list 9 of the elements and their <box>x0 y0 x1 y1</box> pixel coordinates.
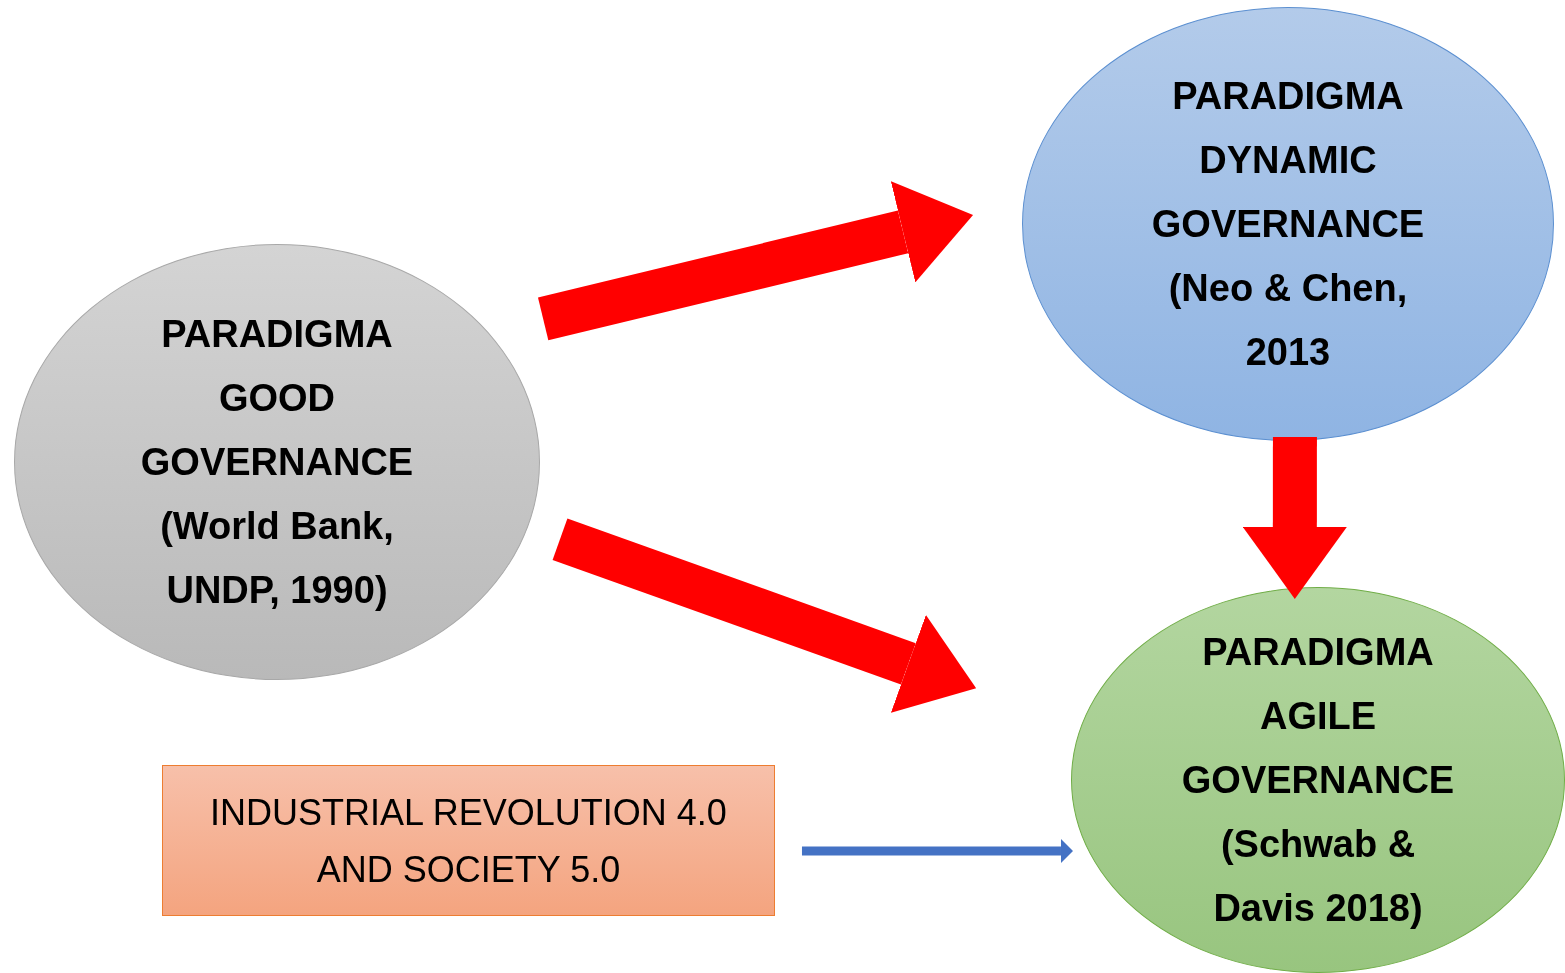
node-label: PARADIGMA GOOD GOVERNANCE (World Bank, UNDP, 1990) <box>139 312 415 613</box>
block-arrow <box>1242 437 1347 599</box>
block-arrow <box>537 181 974 341</box>
node-label: PARADIGMA DYNAMIC GOVERNANCE (Neo & Chen, 2013 <box>1150 74 1426 375</box>
node-label: INDUSTRIAL REVOLUTION 4.0 AND SOCIETY 5.0 <box>209 790 728 892</box>
block-arrow <box>552 518 977 713</box>
block-arrow <box>801 839 1073 864</box>
node-label: PARADIGMA AGILE GOVERNANCE (Schwab & Davis 2018) <box>1180 630 1456 931</box>
process-box <box>162 765 775 916</box>
